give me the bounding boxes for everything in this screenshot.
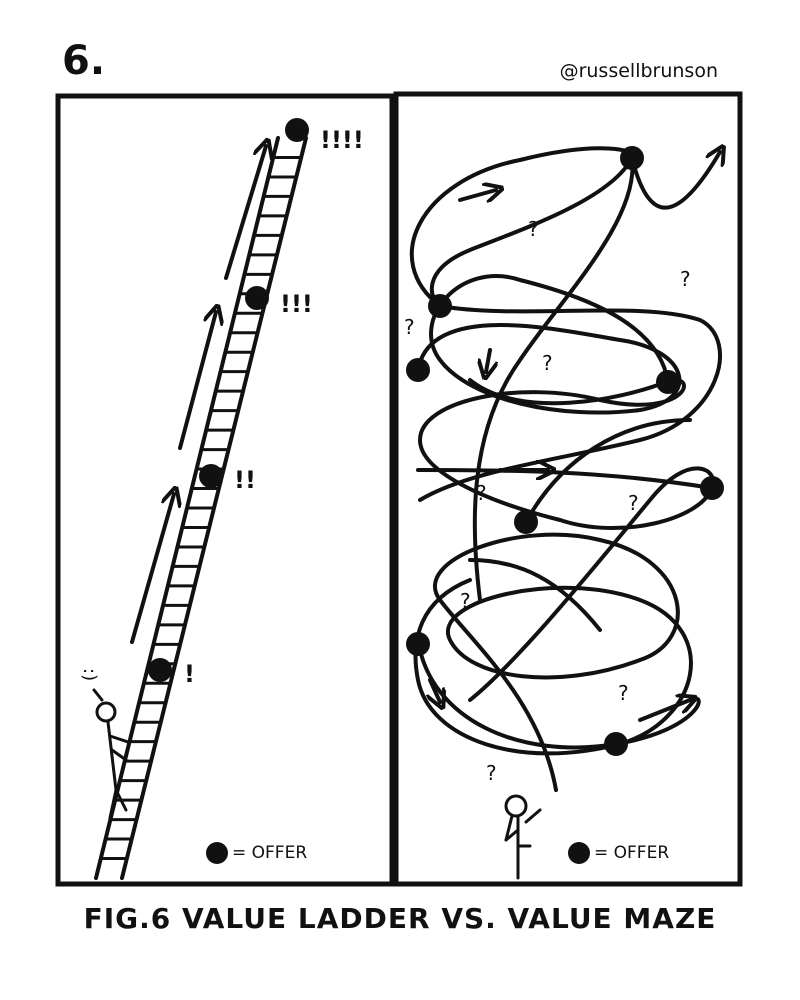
figure-caption: FIG.6 VALUE LADDER VS. VALUE MAZE [83, 902, 717, 935]
maze-offer-dot-2 [428, 294, 452, 318]
question-mark: ? [460, 589, 471, 613]
maze-offer-dot-4 [656, 370, 680, 394]
offer-dot-3 [245, 286, 269, 310]
question-mark: ? [476, 481, 487, 505]
excitement-mark-3: !!! [280, 290, 313, 318]
excitement-mark-1: ! [184, 660, 195, 688]
excitement-mark-2: !! [234, 466, 256, 494]
legend-label: = OFFER [232, 843, 308, 863]
legend-label: = OFFER [594, 843, 670, 863]
maze-paths [409, 148, 720, 792]
maze-offer-dot-8 [604, 732, 628, 756]
legend-left: = OFFER [206, 842, 307, 864]
question-mark: ? [528, 217, 539, 241]
figure-number: 6. [62, 38, 106, 84]
climb-arrows [130, 146, 266, 644]
offer-dot-2 [199, 464, 223, 488]
offer-dot-4 [285, 118, 309, 142]
question-mark: ? [680, 267, 691, 291]
maze-offer-dot-7 [406, 632, 430, 656]
offer-dot-1 [148, 658, 172, 682]
maze-offer-dot-3 [406, 358, 430, 382]
maze-offer-dot-1 [620, 146, 644, 170]
ladder-offers [148, 118, 309, 682]
question-mark: ? [404, 315, 415, 339]
excitement-mark-4: !!!! [320, 126, 364, 154]
question-mark: ? [628, 491, 639, 515]
author-handle: @russellbrunson [559, 60, 718, 82]
offer-dot-icon [568, 842, 590, 864]
confused-figure [504, 794, 542, 880]
left-panel-frame [55, 93, 395, 887]
ladder [94, 136, 308, 880]
maze-offer-dot-5 [700, 476, 724, 500]
question-mark: ? [618, 681, 629, 705]
confusion-marks: ? ? ? ? ? ? ? ? ? [404, 217, 691, 785]
question-mark: ? [486, 761, 497, 785]
question-mark: ? [542, 351, 553, 375]
maze-offers [406, 146, 724, 756]
climber-figure [92, 688, 130, 820]
offer-dot-icon [206, 842, 228, 864]
maze-offer-dot-6 [514, 510, 538, 534]
legend-right: = OFFER [568, 842, 669, 864]
smiley-face: :) [79, 668, 100, 681]
right-panel-frame [393, 91, 743, 887]
